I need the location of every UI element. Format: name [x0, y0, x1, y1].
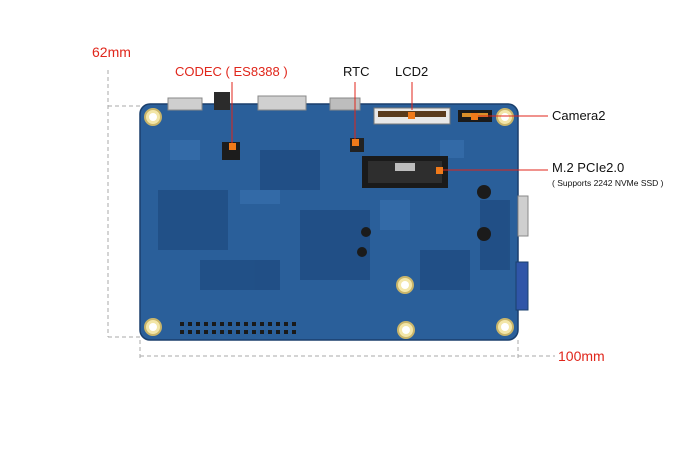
top-connector-usb — [257, 95, 307, 111]
codec-label: CODEC ( ES8388 ) — [175, 64, 288, 79]
callout-markers — [229, 112, 478, 174]
top-connector-mid — [329, 97, 361, 111]
lcd2-label: LCD2 — [395, 64, 429, 79]
width-dimension-label: 100mm — [558, 348, 605, 364]
height-dimension-label: 62mm — [92, 44, 131, 60]
rtc-label: RTC — [343, 64, 370, 79]
m2-label: M.2 PCIe2.0 — [552, 160, 625, 175]
gpio-header — [180, 322, 296, 334]
top-connector-left — [167, 97, 203, 111]
height-dimension-line — [107, 70, 140, 338]
audio-jack — [214, 92, 230, 110]
right-connector-bottom — [515, 261, 529, 311]
width-dimension-line — [139, 340, 555, 358]
m2-note: ( Supports 2242 NVMe SSD ) — [552, 178, 664, 188]
right-connector-top — [517, 195, 529, 237]
camera2-label: Camera2 — [552, 108, 606, 123]
mounting-holes — [144, 108, 514, 339]
